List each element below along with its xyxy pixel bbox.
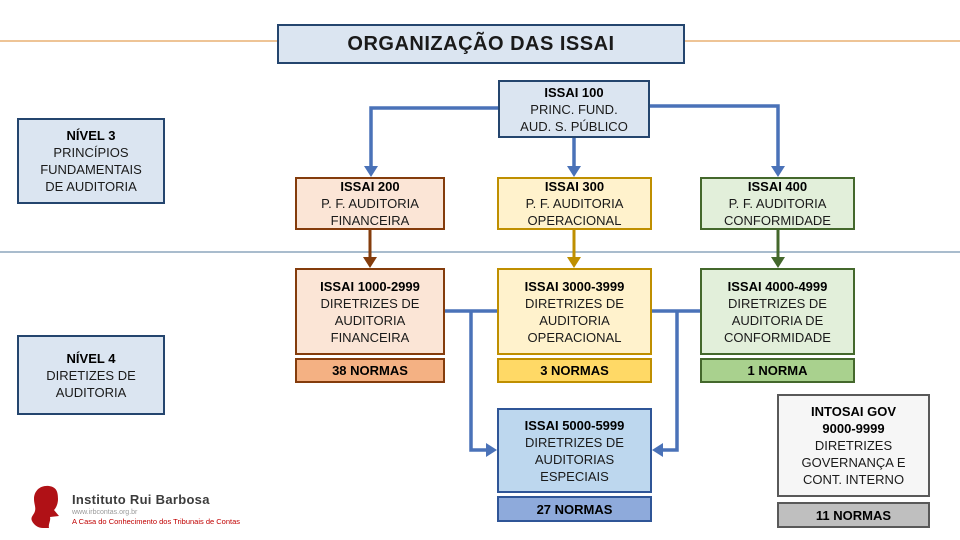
node-body: DIRETRIZES DE AUDITORIAS ESPECIAIS [525,434,624,484]
node-body: DIRETRIZES GOVERNANÇA E CONT. INTERNO [801,438,906,487]
normas-badge-issai-3000: 3 NORMAS [497,358,652,383]
institute-url: www.irbcontas.org.br [72,509,138,516]
node-issai-4000-4999: ISSAI 4000-4999 DIRETRIZES DE AUDITORIA … [700,268,855,355]
normas-badge-intosai: 11 NORMAS [777,502,930,528]
node-body: DIRETRIZES DE AUDITORIA DE CONFORMIDADE [724,295,831,345]
institute-name: Instituto Rui Barbosa [72,492,210,507]
node-nivel-4: NÍVEL 4 DIRETIZES DE AUDITORIA [17,335,165,415]
connector-issai400-issai4000 [771,230,785,268]
node-title: ISSAI 400 [747,179,808,194]
normas-badge-issai-1000: 38 NORMAS [295,358,445,383]
slide-title-text: ORGANIZAÇÃO DAS ISSAI [347,32,615,55]
connector-issai100-issai300 [567,138,581,177]
node-body: DIRETRIZES DE AUDITORIA FINANCEIRA [320,295,420,345]
node-issai-200: ISSAI 200 P. F. AUDITORIA FINANCEIRA [295,177,445,230]
normas-badge-issai-4000: 1 NORMA [700,358,855,383]
node-title: ISSAI 5000-5999 [524,417,625,433]
institute-logo-text: Instituto Rui Barbosa www.irbcontas.org.… [72,483,240,526]
node-body: DIRETRIZES DE AUDITORIA OPERACIONAL [525,295,624,345]
normas-count: 11 NORMAS [815,507,892,523]
institute-tagline: A Casa do Conhecimento dos Tribunais de … [72,517,241,526]
node-body: P. F. AUDITORIA CONFORMIDADE [724,196,831,228]
connector-issai100-issai200 [364,106,498,177]
node-title: ISSAI 300 [544,179,605,194]
mid-accent-line [0,251,960,253]
normas-count: 27 NORMAS [536,501,613,517]
node-intosai-gov: INTOSAI GOV 9000-9999 DIRETRIZES GOVERNA… [777,394,930,497]
normas-count: 1 NORMA [747,363,808,378]
node-title: ISSAI 200 [340,179,400,194]
node-title: NÍVEL 4 [66,350,116,366]
connector-issai200-issai1000 [363,230,377,268]
normas-count: 3 NORMAS [540,363,609,378]
connector-issai1000-issai5000 [445,309,497,457]
node-nivel-3: NÍVEL 3 PRINCÍPIOS FUNDAMENTAIS DE AUDIT… [17,118,165,204]
node-issai-100: ISSAI 100 PRINC. FUND. AUD. S. PÚBLICO [498,80,650,138]
connector-issai100-issai400 [650,104,785,177]
connector-issai4000-issai5000 [652,309,700,457]
node-title: ISSAI 3000-3999 [524,278,625,294]
node-issai-300: ISSAI 300 P. F. AUDITORIA OPERACIONAL [497,177,652,230]
node-body: DIRETIZES DE AUDITORIA [46,367,136,400]
node-body: PRINCÍPIOS FUNDAMENTAIS DE AUDITORIA [40,145,142,194]
rui-barbosa-silhouette-icon [31,485,59,528]
normas-count: 38 NORMAS [332,363,408,378]
institute-logo: Instituto Rui Barbosa www.irbcontas.org.… [28,483,240,531]
node-title: ISSAI 1000-2999 [320,278,420,294]
node-title: INTOSAI GOV 9000-9999 [811,404,896,436]
node-body: PRINC. FUND. AUD. S. PÚBLICO [520,101,628,134]
connector-issai300-issai3000 [567,230,581,268]
node-title: NÍVEL 3 [66,128,116,143]
node-body: P. F. AUDITORIA OPERACIONAL [525,196,624,228]
node-issai-5000-5999: ISSAI 5000-5999 DIRETRIZES DE AUDITORIAS… [497,408,652,493]
node-body: P. F. AUDITORIA FINANCEIRA [321,196,419,228]
node-title: ISSAI 100 [544,84,604,100]
node-title: ISSAI 4000-4999 [727,278,828,294]
node-issai-400: ISSAI 400 P. F. AUDITORIA CONFORMIDADE [700,177,855,230]
slide-title: ORGANIZAÇÃO DAS ISSAI [277,24,685,64]
node-issai-3000-3999: ISSAI 3000-3999 DIRETRIZES DE AUDITORIA … [497,268,652,355]
normas-badge-issai-5000: 27 NORMAS [497,496,652,522]
node-issai-1000-2999: ISSAI 1000-2999 DIRETRIZES DE AUDITORIA … [295,268,445,355]
